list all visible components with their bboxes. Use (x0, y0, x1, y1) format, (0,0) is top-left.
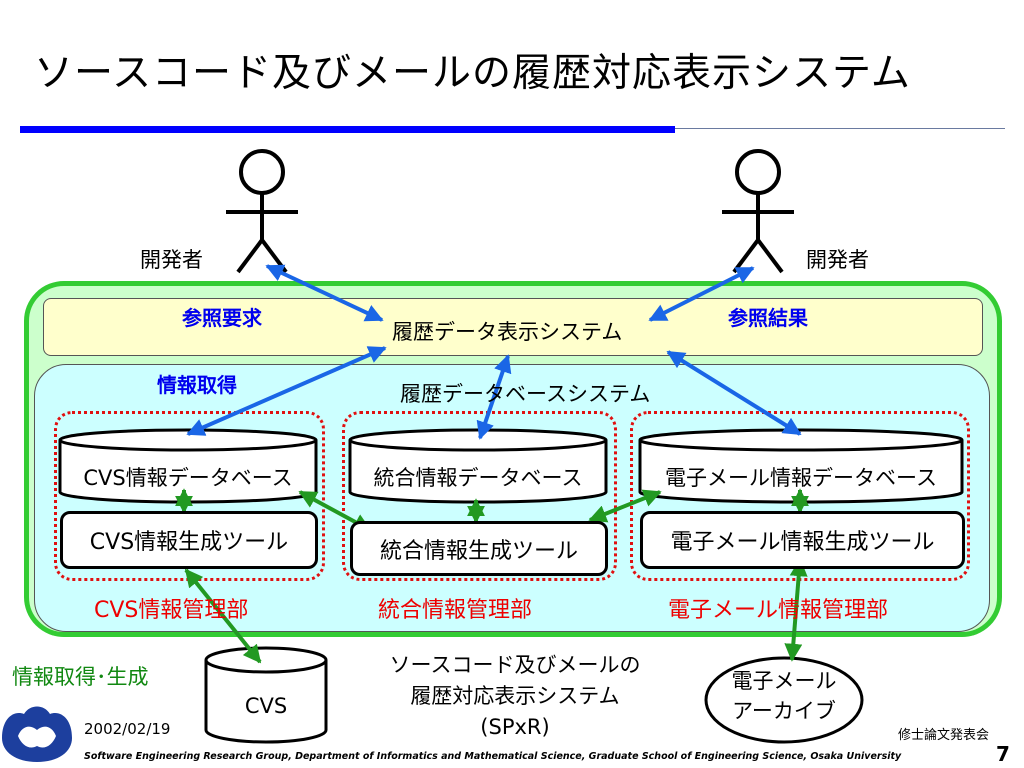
mail-archive-line1: 電子メール (731, 669, 837, 693)
footer-page-number: 7 (996, 742, 1010, 766)
title-rule (675, 128, 1005, 129)
mail-archive-line2: アーカイブ (732, 699, 836, 723)
info-get-gen-label: 情報取得･生成 (12, 665, 149, 689)
university-logo-icon (2, 706, 72, 762)
developer-left-icon (226, 149, 298, 274)
mail-department-label: 電子メール情報管理部 (668, 598, 889, 623)
request-arrow (265, 264, 384, 322)
system-caption-line3: (SPxR) (480, 715, 550, 739)
display-system-label: 履歴データ表示システム (392, 320, 623, 344)
cvs-generation-tool: CVS情報生成ツール (60, 511, 318, 569)
title-underline (20, 126, 675, 133)
mail-archive-label: 電子メール アーカイブ (706, 666, 862, 726)
info-get-label: 情報取得 (157, 373, 237, 397)
mail-archive-icon (704, 656, 864, 744)
database-system-label: 履歴データベースシステム (400, 382, 651, 406)
mail-db-to-integration-tool-arrow (588, 489, 662, 523)
mail-generation-tool: 電子メール情報生成ツール (640, 511, 965, 569)
footer-date: 2002/02/19 (84, 720, 171, 738)
footer-affiliation: Software Engineering Research Group, Dep… (84, 751, 902, 762)
system-caption-line1: ソースコード及びメールの (389, 653, 641, 677)
developer-left-label: 開発者 (140, 248, 203, 272)
mail-db-query-arrow (666, 350, 802, 436)
result-label: 参照結果 (728, 306, 808, 330)
integration-database-label: 統合情報データベース (373, 466, 583, 490)
cvs-db-query-arrow (186, 346, 387, 436)
integration-generation-tool: 統合情報生成ツール (350, 521, 608, 576)
system-caption-line2: 履歴対応表示システム (410, 684, 620, 708)
developer-right-label: 開発者 (806, 248, 869, 272)
developer-right-icon (722, 149, 794, 274)
page-title: ソースコード及びメールの履歴対応表示システム (34, 51, 911, 96)
cvs-repository-icon (204, 646, 328, 744)
mail-tool-archive-arrow (784, 558, 808, 662)
integration-department-label: 統合情報管理部 (378, 598, 533, 623)
integration-db-query-arrow (476, 354, 512, 440)
cvs-repository-label: CVS (244, 694, 288, 718)
system-caption: ソースコード及びメールの 履歴対応表示システム (SPxR) (370, 650, 660, 743)
request-label: 参照要求 (182, 306, 262, 330)
cvs-department-label: CVS情報管理部 (94, 598, 249, 623)
mail-database-label: 電子メール情報データベース (665, 466, 937, 490)
footer-event: 修士論文発表会 (898, 728, 990, 743)
result-arrow (648, 266, 755, 322)
cvs-tool-repository-arrow (184, 568, 262, 664)
cvs-database-label: CVS情報データベース (83, 466, 293, 490)
